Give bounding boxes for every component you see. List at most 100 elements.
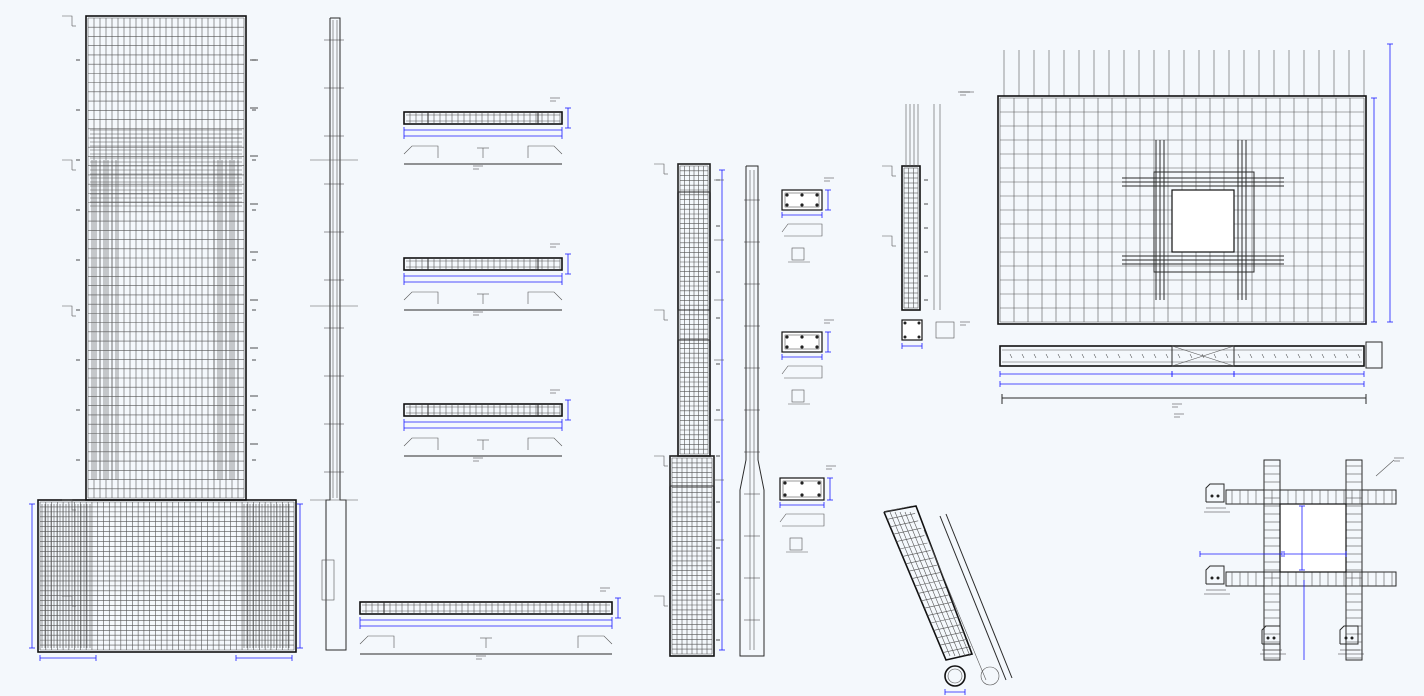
rebar-dot <box>903 335 907 339</box>
pile-section <box>944 665 1000 695</box>
pile-spiral <box>911 572 940 579</box>
opening-band <box>1153 171 1255 273</box>
column-elevation <box>654 163 725 657</box>
section-stirrup <box>784 192 820 208</box>
slab-bar-dot <box>1045 353 1049 359</box>
tie-shape <box>791 389 805 403</box>
slab-section-opening <box>1171 345 1235 367</box>
pile-spiral <box>902 550 931 557</box>
rebar-dot <box>815 335 819 339</box>
pile-spiral <box>924 601 953 609</box>
pile-bar <box>889 511 951 657</box>
level-flag <box>654 595 665 606</box>
slab-bar-dot <box>1309 353 1313 359</box>
rebar-dot <box>817 493 821 497</box>
rebar-dot <box>800 345 804 349</box>
beam-detail-2 <box>403 243 571 316</box>
rebar-dot <box>903 321 907 325</box>
bent-bar-right <box>527 437 563 450</box>
stirrup-shape <box>781 365 823 379</box>
slab-bar-dot <box>1117 353 1121 359</box>
tie-shape <box>789 537 803 551</box>
slab-bar-dot <box>1273 353 1277 359</box>
bent-bar-left <box>403 291 439 304</box>
wall-elevation-left <box>29 15 303 661</box>
opening-corner-detail <box>1199 457 1404 661</box>
pile-spiral <box>899 542 928 550</box>
slab-bar-dot <box>1105 353 1109 359</box>
rebar-dot <box>800 193 804 197</box>
leader-line <box>1375 459 1395 477</box>
mini-section <box>1205 483 1225 503</box>
pile-spiral <box>893 527 922 535</box>
rebar-dot <box>1344 636 1348 640</box>
mini-section <box>1339 625 1359 645</box>
slab-bar-dot <box>1321 353 1325 359</box>
profile-outline <box>325 17 347 651</box>
rebar-dot <box>800 203 804 207</box>
rebar-dot <box>815 345 819 349</box>
slab-bar-dot <box>1153 353 1157 359</box>
rebar-dot <box>1350 636 1354 640</box>
pile-bar <box>904 511 966 657</box>
beam-detail-4-long <box>359 587 621 660</box>
pile-bar <box>909 511 971 657</box>
beam-outline <box>359 601 613 615</box>
slab-bar-dot <box>1033 353 1037 359</box>
wall-edge-profile <box>310 17 358 651</box>
bent-bar-left <box>403 437 439 450</box>
rebar-dot <box>785 335 789 339</box>
column-edge-profile <box>739 165 765 657</box>
rebar-dot <box>783 493 787 497</box>
rebar-dot <box>817 481 821 485</box>
slab-bar-dot <box>1297 353 1301 359</box>
slab-bar-dot <box>1069 353 1073 359</box>
pile-spiral <box>936 631 965 639</box>
pile-spiral <box>918 587 947 594</box>
slab-edge-detail <box>1365 341 1383 369</box>
small-column-outline <box>901 165 921 311</box>
small-column-elevation <box>882 91 974 311</box>
horizontal-band <box>1225 489 1397 505</box>
slab-bar-dot <box>1009 353 1013 359</box>
slab-bar-dot <box>1093 353 1097 359</box>
slab-bar-dot <box>1261 353 1265 359</box>
pile-spiral-ring <box>947 668 963 684</box>
slab-bar-dot <box>1165 353 1169 359</box>
rebar-dot <box>783 481 787 485</box>
pile-spiral <box>930 616 959 624</box>
pile-ring-detail <box>980 666 1000 686</box>
beam-outline <box>403 403 563 417</box>
slab-bar-dot <box>1081 353 1085 359</box>
small-section-outline <box>901 319 923 341</box>
section-stirrup <box>782 480 822 498</box>
column-section-1 <box>781 177 834 263</box>
stirrup-shape <box>779 513 825 527</box>
slab-bar-dot <box>1021 353 1025 359</box>
rebar-dot <box>1272 636 1276 640</box>
rebar-dot <box>1216 576 1220 580</box>
pile-spiral <box>887 513 916 520</box>
rebar-dot <box>800 481 804 485</box>
section-outline <box>781 189 823 211</box>
bent-bar-right <box>527 145 563 158</box>
slab-bar-dot <box>1333 353 1337 359</box>
bent-bar-left <box>359 635 395 648</box>
bent-bar-right <box>577 635 613 648</box>
bent-bar-right <box>527 291 563 304</box>
level-flag <box>654 455 665 466</box>
rebar-dot <box>785 193 789 197</box>
slab-bar-dot <box>1213 353 1217 359</box>
tie-shape <box>935 321 955 339</box>
slab-bar-dot <box>1057 353 1061 359</box>
pile-section-circle <box>944 665 966 687</box>
rebar-dot <box>815 193 819 197</box>
slab-bar-dot <box>1141 353 1145 359</box>
pile-spiral <box>942 646 971 653</box>
level-flag <box>62 499 73 510</box>
slab-bar-dot <box>1285 353 1289 359</box>
pile-bar <box>899 511 961 657</box>
slab-bar-dot <box>1357 353 1361 359</box>
rebar-dot <box>785 345 789 349</box>
